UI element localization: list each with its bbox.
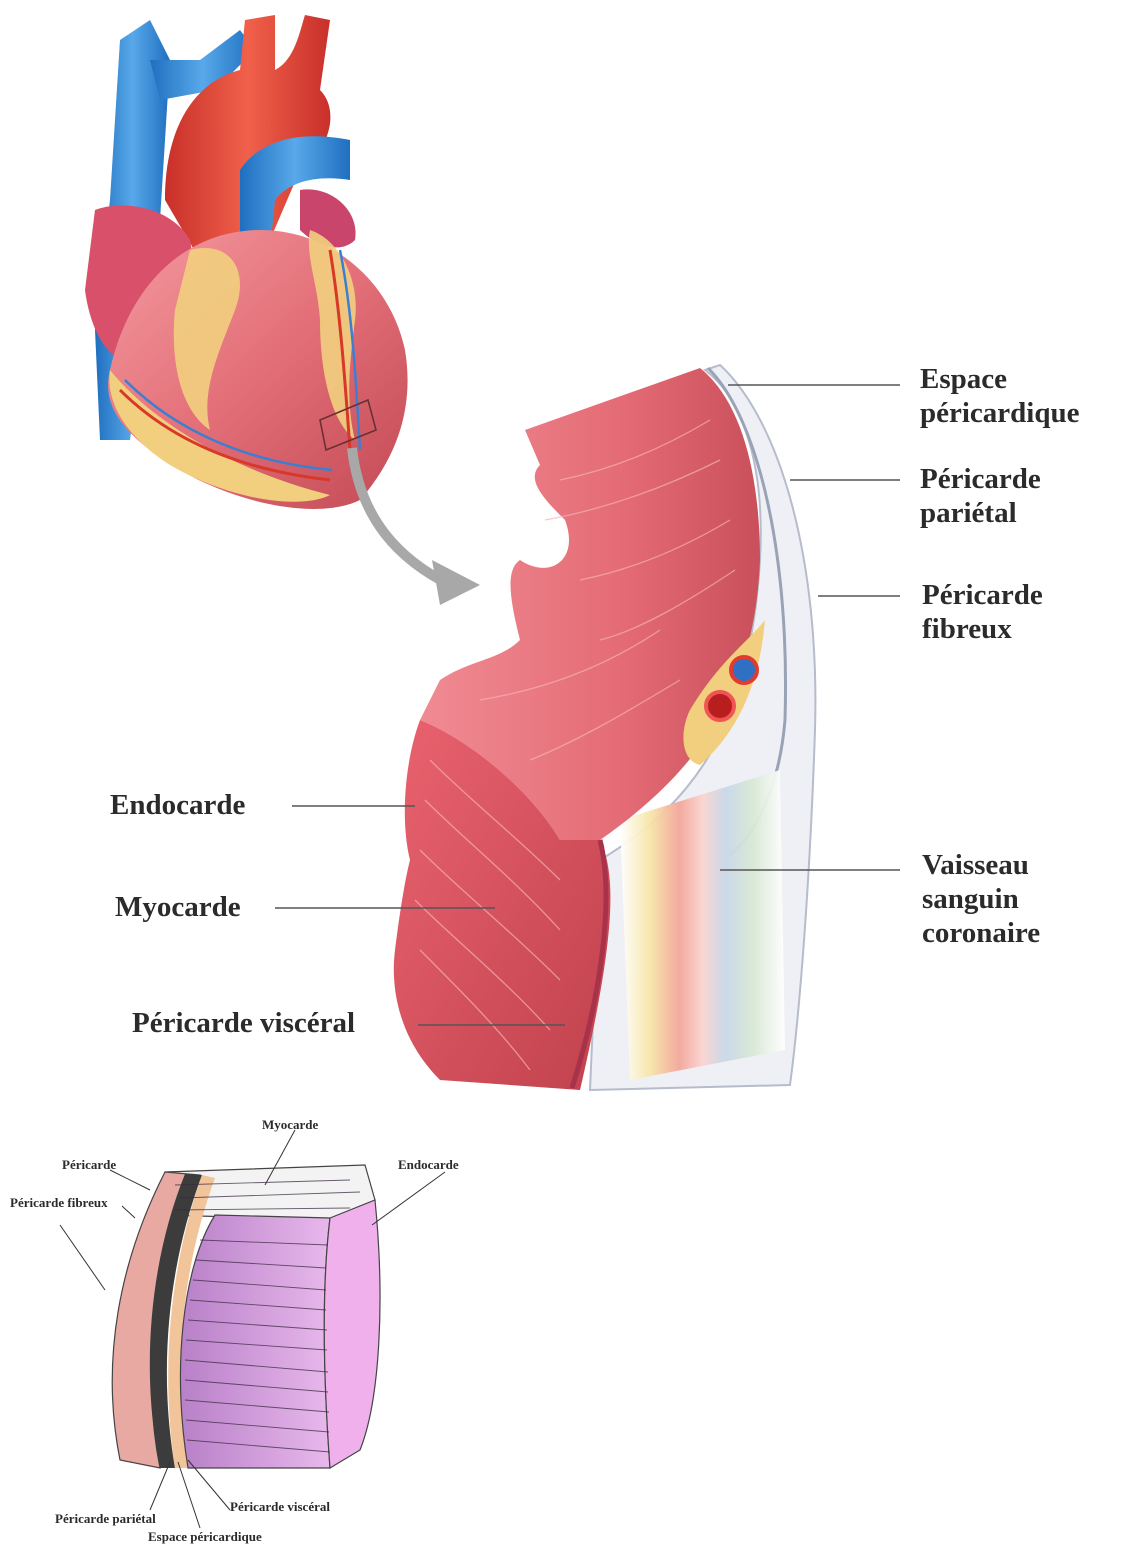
inset-label-pericarde-fibreux: Péricarde fibreux (10, 1196, 108, 1210)
label-pericarde-visceral: Péricarde viscéral (132, 1006, 355, 1040)
inset-histology-block (60, 1130, 445, 1528)
inset-label-pericarde-visceral: Péricarde viscéral (230, 1500, 330, 1514)
inset-endocardium-icon (324, 1200, 380, 1468)
inset-label-espace-pericardique: Espace péricardique (148, 1530, 262, 1544)
arrow-head-icon (432, 560, 480, 605)
label-pericarde-parietal: Péricarde pariétal (920, 462, 1041, 530)
coronary-artery-section-icon (706, 692, 734, 720)
coronary-vein-section-icon (731, 657, 757, 683)
inset-label-pericarde-parietal: Péricarde pariétal (55, 1512, 156, 1526)
label-endocarde: Endocarde (110, 788, 245, 822)
inset-label-pericarde: Péricarde (62, 1158, 116, 1172)
coronary-vessel-section-icon (620, 770, 785, 1080)
label-vaisseau-sanguin-coronaire: Vaisseau sanguin coronaire (922, 848, 1040, 951)
label-pericarde-fibreux: Péricarde fibreux (922, 578, 1043, 646)
label-espace-pericardique: Espace péricardique (920, 362, 1080, 430)
inset-label-endocarde: Endocarde (398, 1158, 459, 1172)
label-myocarde: Myocarde (115, 890, 241, 924)
inset-label-myocarde: Myocarde (262, 1118, 318, 1132)
